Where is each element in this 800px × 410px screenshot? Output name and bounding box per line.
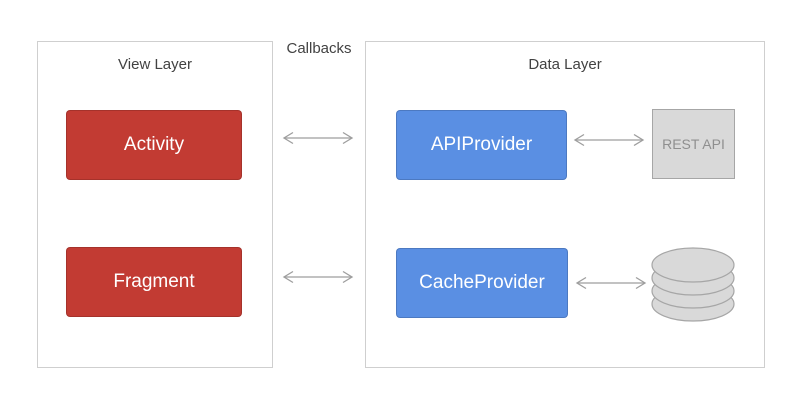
rest-api-box: REST API <box>652 109 735 179</box>
arrow-activity-apiprovider <box>282 131 354 145</box>
fragment-node: Fragment <box>66 247 242 317</box>
arrow-apiprovider-restapi <box>573 133 645 147</box>
callbacks-label: Callbacks <box>286 40 352 57</box>
database-cylinder-icon <box>651 247 735 322</box>
arrow-fragment-cacheprovider <box>282 270 354 284</box>
apiprovider-node: APIProvider <box>396 110 567 180</box>
arrow-cacheprovider-database <box>575 276 647 290</box>
view-layer-title: View Layer <box>118 56 192 73</box>
view-layer-container: View Layer <box>37 41 273 368</box>
activity-node: Activity <box>66 110 242 180</box>
cacheprovider-node: CacheProvider <box>396 248 568 318</box>
data-layer-title: Data Layer <box>528 56 602 73</box>
